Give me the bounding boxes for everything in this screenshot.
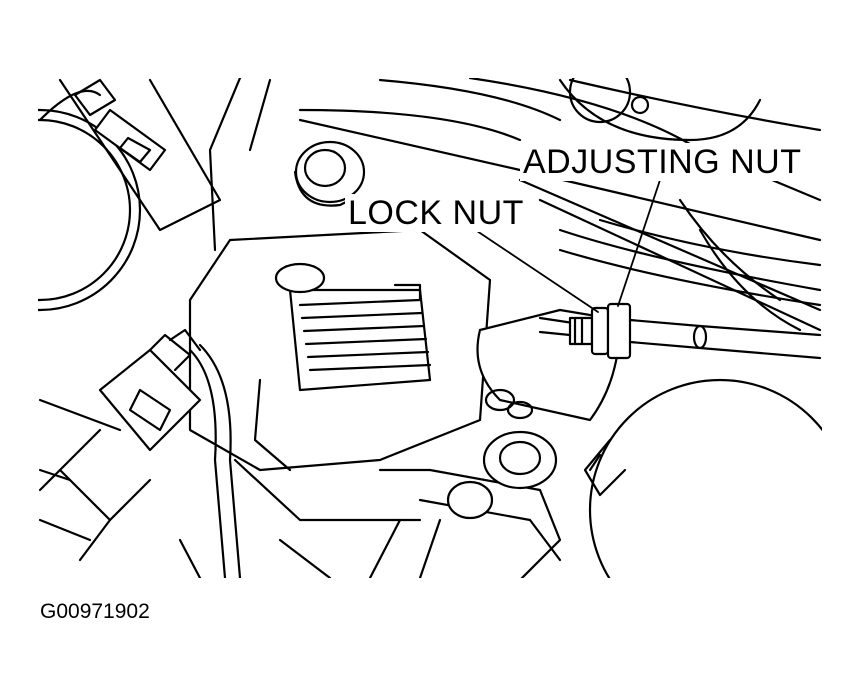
hoses-right: [560, 200, 820, 330]
engine-cover-upper: [210, 78, 820, 330]
lines-lower-left: [40, 400, 330, 578]
callout-leaders: [468, 180, 660, 312]
lock-nut-part: [592, 308, 608, 354]
pulley-top-right: [560, 62, 760, 140]
sensor-connector-left: [40, 330, 240, 578]
pulley-lower-right: [585, 380, 822, 578]
bolt-upper: [295, 142, 364, 206]
hose-lower: [370, 432, 560, 580]
throttle-cable: [540, 304, 820, 358]
adjusting-nut-leader: [618, 180, 660, 306]
throttle-body: [190, 230, 490, 520]
figure-id: G00971902: [40, 600, 150, 623]
bracket-top-left: [60, 80, 220, 230]
lock-nut-leader: [468, 225, 598, 312]
lock-nut-label: LOCK NUT: [345, 194, 527, 232]
adjusting-nut-part: [608, 304, 630, 358]
adjusting-nut-label: ADJUSTING NUT: [520, 143, 805, 181]
